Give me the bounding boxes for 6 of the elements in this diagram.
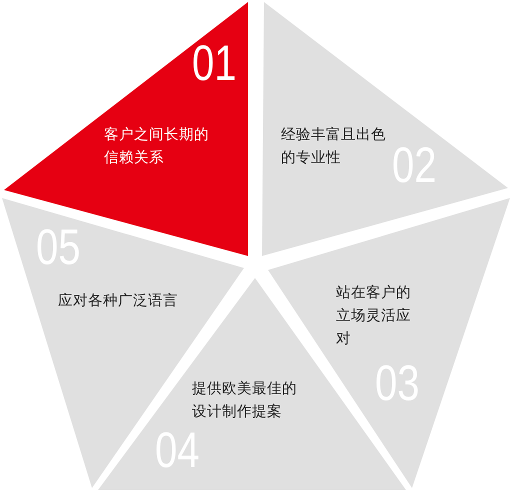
segment-text: 站在客户的立场灵活应对 [336, 284, 412, 349]
segment-text: 应对各种广泛语言 [58, 292, 179, 311]
segment-text: 客户之间长期的信赖关系 [104, 126, 210, 168]
segment-number: 01 [192, 38, 236, 88]
segment-text: 经验丰富且出色的专业性 [281, 126, 387, 168]
segment-text: 提供欧美最佳的设计制作提案 [192, 380, 298, 422]
